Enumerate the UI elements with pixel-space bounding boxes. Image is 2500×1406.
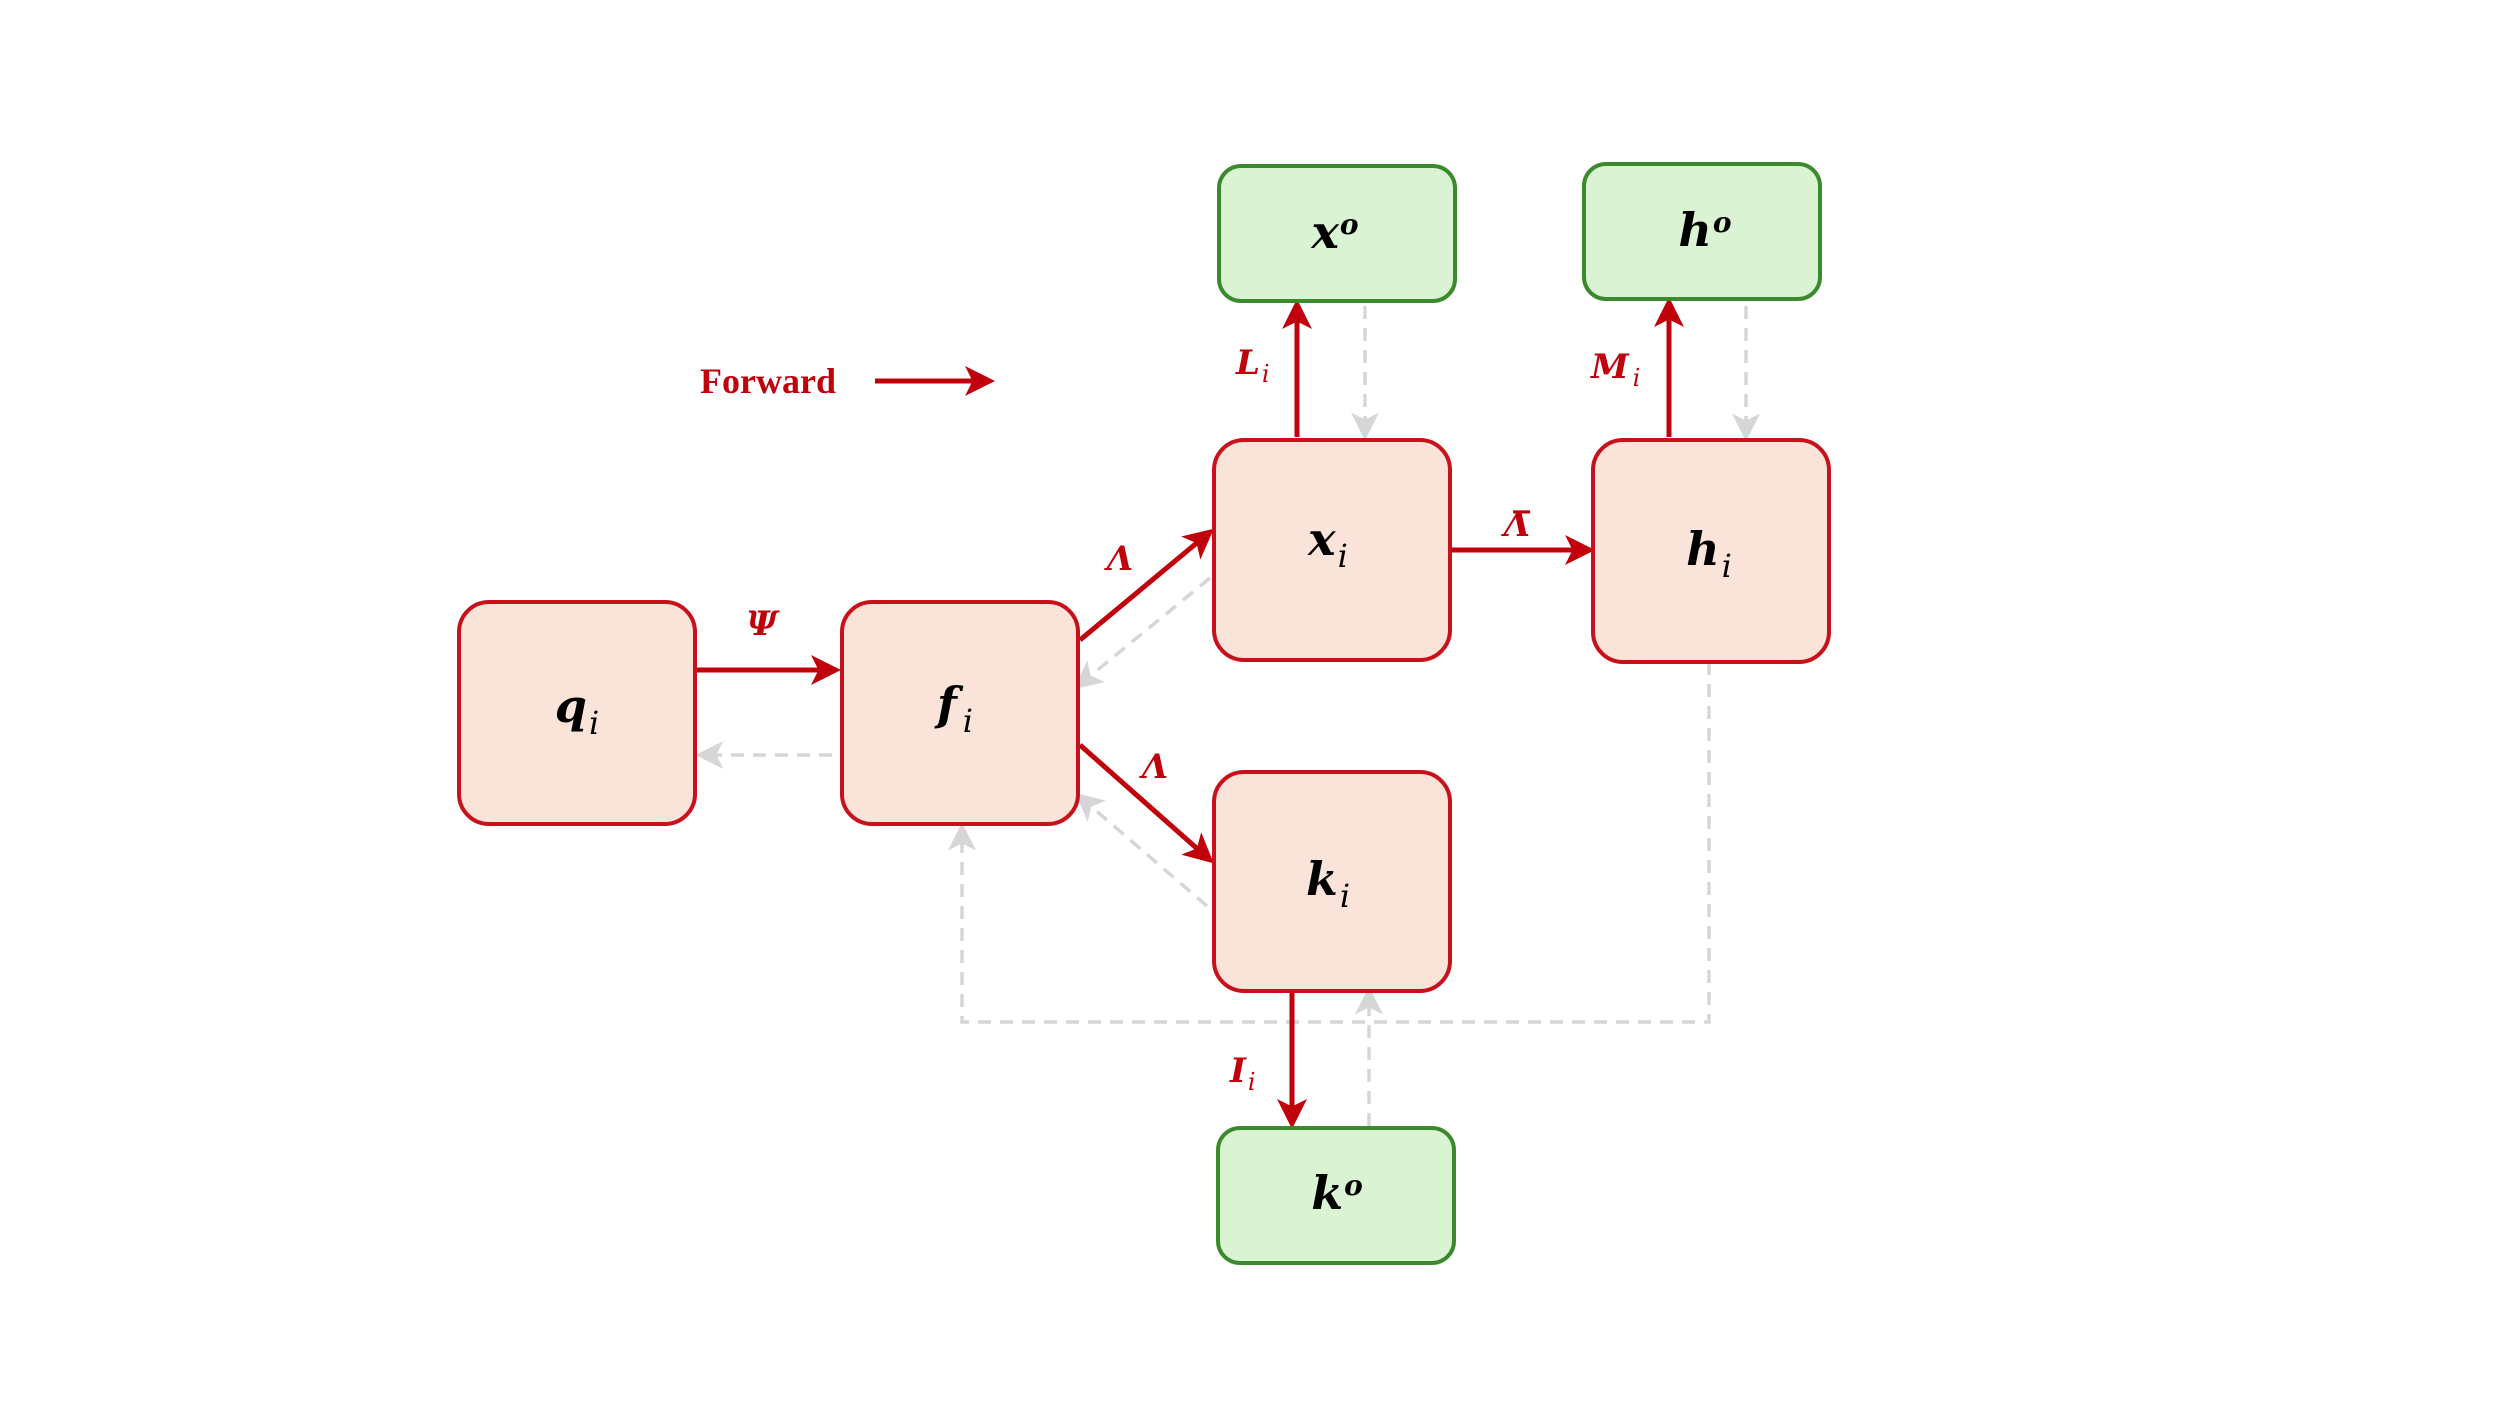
backward-arrow-h-to-f: [948, 662, 1711, 1024]
node-h-output: ho: [1582, 162, 1822, 301]
edge-label-l: Li: [1235, 343, 1270, 388]
node-x: xi: [1212, 438, 1452, 662]
node-k: ki: [1212, 770, 1452, 993]
backward-arrow-x-to-f: [1074, 576, 1212, 689]
node-h: hi: [1591, 438, 1831, 664]
node-h-label: hi: [1686, 522, 1732, 585]
edge-label-psi: Ψ: [746, 604, 780, 644]
legend: Forward: [700, 361, 995, 401]
forward-edges: [696, 297, 1684, 1129]
edge-label-lambda-x: Λ: [1104, 539, 1133, 579]
node-k-output: ko: [1216, 1126, 1456, 1265]
edge-f-to-k: [1078, 743, 1214, 864]
node-x-output-label: xo: [1310, 205, 1358, 259]
node-k-label: ki: [1306, 852, 1350, 915]
node-q: qi: [457, 600, 697, 826]
edge-label-lambda-bar: Λ̅: [1501, 505, 1530, 545]
edge-f-to-x: [1078, 528, 1214, 642]
edge-label-lambda-k: Λ: [1139, 747, 1168, 787]
node-x-label: xi: [1307, 512, 1348, 575]
legend-label: Forward: [700, 361, 836, 401]
backward-arrow-k-to-f: [1075, 792, 1209, 908]
node-k-output-label: ko: [1311, 1166, 1363, 1220]
backward-edges: [695, 306, 1760, 1126]
node-x-output: xo: [1217, 164, 1457, 303]
node-q-label: qi: [555, 679, 599, 742]
edge-label-i: Ii: [1229, 1051, 1256, 1096]
node-h-output-label: ho: [1678, 203, 1731, 257]
